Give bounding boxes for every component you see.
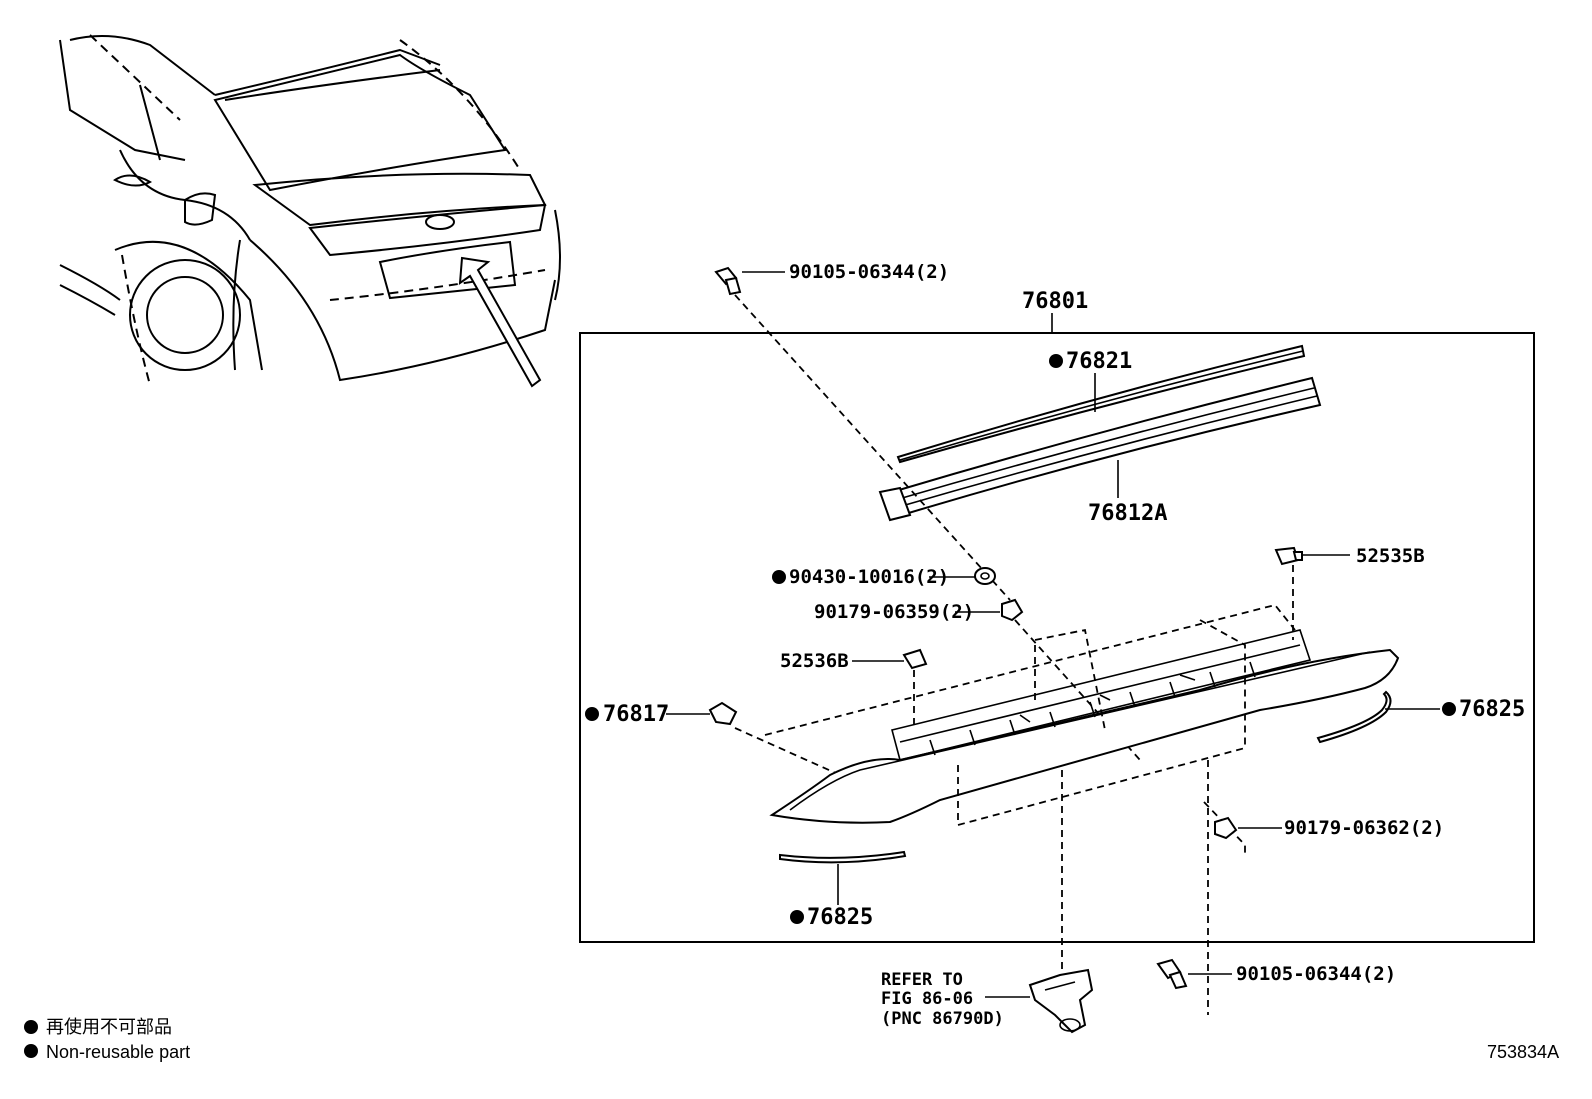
nonreusable-dot-76821 [1049,354,1063,368]
figure-id: 753834A [1487,1042,1559,1062]
legend-dot-en [24,1044,38,1058]
retainer-icon [708,701,738,726]
label-refer-line2: FIG 86-06 [881,989,973,1009]
label-refer-line3: (PNC 86790D) [881,1009,1004,1029]
label-retainer: 76817 [603,702,669,727]
label-clip-right: 52535B [1356,545,1425,567]
label-clip-left: 52536B [780,650,849,672]
label-assembly: 76801 [1022,289,1088,314]
legend-english: Non-reusable part [46,1042,190,1062]
label-seal-right: 76825 [1459,697,1525,722]
label-washer: 90430-10016(2) [789,566,949,588]
rear-camera-icon [1028,968,1094,1034]
legend-dot-jp [24,1020,38,1034]
label-garnish-molding: 76821 [1066,349,1132,374]
label-refer-line1: REFER TO [881,970,963,990]
seal-right-strip [1316,690,1392,744]
label-nut-a: 90179-06359(2) [814,601,974,623]
bolt-bottom-icon [1156,958,1188,990]
nonreusable-dot-76825-left [790,910,804,924]
nonreusable-dot-76817 [585,707,599,721]
assembly-frame [579,332,1535,943]
nut-b-icon [1214,816,1238,840]
seal-left-strip [779,850,907,864]
bolt-top-icon [714,266,742,296]
car-overview-illustration [59,34,561,388]
clip-left-icon [902,648,928,670]
nonreusable-dot-washer [772,570,786,584]
label-seal-left: 76825 [807,905,873,930]
molding-sub-assembly [878,376,1322,522]
label-bolt-bottom: 90105-06344(2) [1236,963,1396,985]
nonreusable-dot-76825-right [1442,702,1456,716]
legend-japanese: 再使用不可部品 [46,1017,172,1037]
nut-a-icon [1001,598,1024,622]
label-bolt-top: 90105-06344(2) [789,261,949,283]
garnish-molding-strip [896,344,1306,464]
label-nut-b: 90179-06362(2) [1284,817,1444,839]
rear-garnish-panel [769,629,1400,824]
label-molding-sub: 76812A [1088,501,1167,526]
washer-icon [974,567,996,585]
